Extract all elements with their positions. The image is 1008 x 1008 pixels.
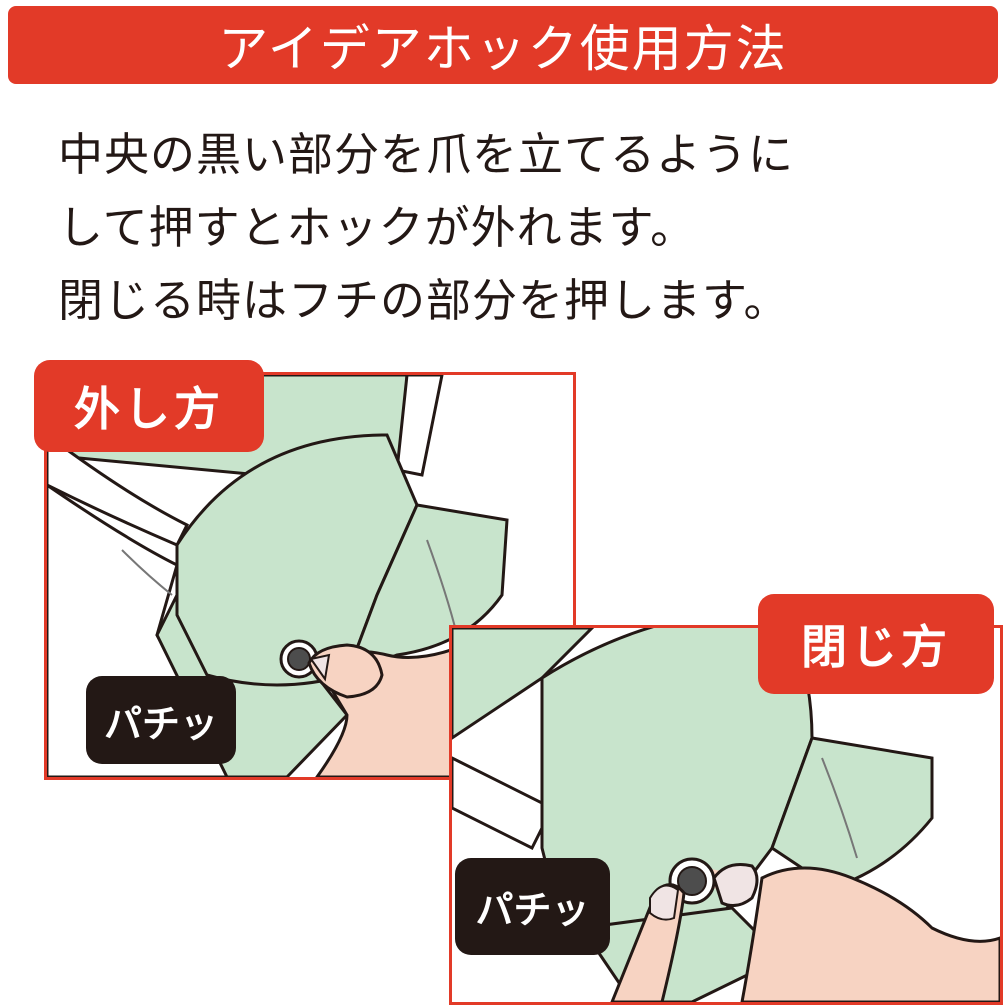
close-method-label: 閉じ方 bbox=[801, 620, 951, 674]
page-title: アイデアホック使用方法 bbox=[218, 20, 788, 78]
instruction-line: 中央の黒い部分を爪を立てるように bbox=[58, 128, 795, 181]
snap-sound-text: パチッ bbox=[475, 888, 590, 932]
title-banner: アイデアホック使用方法 bbox=[8, 6, 998, 84]
remove-method-label: 外し方 bbox=[74, 382, 224, 436]
snap-sound-bubble: パチッ bbox=[455, 858, 610, 955]
instruction-line: 閉じる時はフチの部分を押します。 bbox=[58, 274, 790, 327]
snap-sound-text: パチッ bbox=[103, 701, 218, 746]
remove-method-badge: 外し方 bbox=[34, 360, 264, 452]
close-method-badge: 閉じ方 bbox=[758, 594, 994, 694]
instruction-line: して押すとホックが外れます。 bbox=[58, 201, 697, 254]
instructions-text: 中央の黒い部分を爪を立てるように して押すとホックが外れます。 閉じる時はフチの… bbox=[58, 118, 978, 337]
snap-sound-bubble: パチッ bbox=[86, 676, 236, 764]
